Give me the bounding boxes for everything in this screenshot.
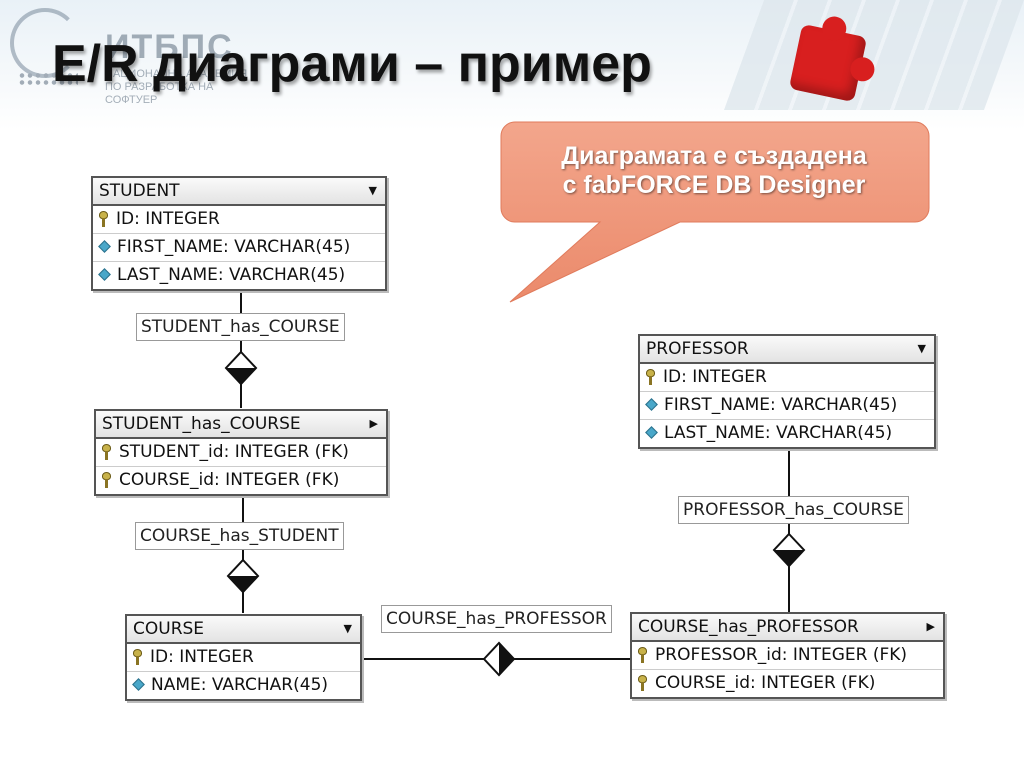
entity-name: STUDENT_has_COURSE: [102, 414, 301, 434]
entity-header: PROFESSOR ▼: [640, 336, 934, 364]
entity-header: STUDENT ▼: [93, 178, 385, 206]
entity-header: COURSE_has_PROFESSOR ▶: [632, 614, 943, 642]
key-icon: [133, 649, 142, 665]
field-label: PROFESSOR_id: INTEGER (FK): [655, 645, 908, 665]
key-icon: [638, 675, 647, 691]
diamond-icon: [98, 268, 111, 281]
entity-course-has-professor[interactable]: COURSE_has_PROFESSOR ▶ PROFESSOR_id: INT…: [630, 612, 945, 699]
field-label: FIRST_NAME: VARCHAR(45): [117, 237, 351, 257]
entity-name: COURSE_has_PROFESSOR: [638, 617, 859, 637]
key-icon: [99, 211, 108, 227]
dropdown-arrow-icon[interactable]: ▼: [368, 184, 377, 197]
entity-name: PROFESSOR: [646, 339, 749, 359]
entity-student-has-course[interactable]: STUDENT_has_COURSE ▶ STUDENT_id: INTEGER…: [94, 409, 388, 496]
key-icon: [638, 647, 647, 663]
entity-field: FIRST_NAME: VARCHAR(45): [640, 392, 934, 420]
expand-arrow-icon[interactable]: ▶: [926, 620, 935, 633]
field-label: COURSE_id: INTEGER (FK): [655, 673, 876, 693]
logo-text: ИТБПС: [105, 28, 234, 66]
field-label: ID: INTEGER: [150, 647, 254, 667]
key-icon: [646, 369, 655, 385]
callout-text: Диаграмата е създадена с fabFORCE DB Des…: [500, 142, 928, 200]
expand-arrow-icon[interactable]: ▶: [369, 417, 378, 430]
entity-field: COURSE_id: INTEGER (FK): [96, 467, 386, 494]
logo-subtitle: НАЦИОНАЛНА АКАДЕМИЯ ПО РАЗРАБОТКА НА СОФ…: [105, 68, 248, 106]
entity-name: STUDENT: [99, 181, 180, 201]
entity-field: PROFESSOR_id: INTEGER (FK): [632, 642, 943, 670]
dropdown-arrow-icon[interactable]: ▼: [343, 622, 352, 635]
field-label: COURSE_id: INTEGER (FK): [119, 470, 340, 490]
diamond-icon: [132, 678, 145, 691]
entity-name: COURSE: [133, 619, 205, 639]
entity-field: ID: INTEGER: [127, 644, 360, 672]
entity-field: COURSE_id: INTEGER (FK): [632, 670, 943, 697]
callout-line-1: Диаграмата е създадена: [561, 142, 867, 170]
relation-label-student-has-course: STUDENT_has_COURSE: [136, 313, 345, 341]
relation-label-professor-has-course: PROFESSOR_has_COURSE: [678, 496, 909, 524]
logo-dots-icon: [18, 72, 78, 86]
field-label: LAST_NAME: VARCHAR(45): [664, 423, 893, 443]
field-label: STUDENT_id: INTEGER (FK): [119, 442, 349, 462]
entity-header: STUDENT_has_COURSE ▶: [96, 411, 386, 439]
field-label: NAME: VARCHAR(45): [151, 675, 329, 695]
entity-professor[interactable]: PROFESSOR ▼ ID: INTEGER FIRST_NAME: VARC…: [638, 334, 936, 449]
entity-student[interactable]: STUDENT ▼ ID: INTEGER FIRST_NAME: VARCHA…: [91, 176, 387, 291]
entity-header: COURSE ▼: [127, 616, 360, 644]
field-label: FIRST_NAME: VARCHAR(45): [664, 395, 898, 415]
slide-title: E/R диаграми – пример: [52, 35, 652, 93]
entity-field: ID: INTEGER: [640, 364, 934, 392]
field-label: LAST_NAME: VARCHAR(45): [117, 265, 346, 285]
entity-course[interactable]: COURSE ▼ ID: INTEGER NAME: VARCHAR(45): [125, 614, 362, 701]
key-icon: [102, 444, 111, 460]
entity-field: NAME: VARCHAR(45): [127, 672, 360, 699]
diamond-icon: [645, 426, 658, 439]
entity-field: FIRST_NAME: VARCHAR(45): [93, 234, 385, 262]
callout-bubble: [500, 121, 930, 303]
callout-line-2: с fabFORCE DB Designer: [562, 171, 866, 199]
entity-field: ID: INTEGER: [93, 206, 385, 234]
logo: ИТБПС НАЦИОНАЛНА АКАДЕМИЯ ПО РАЗРАБОТКА …: [10, 6, 250, 106]
dropdown-arrow-icon[interactable]: ▼: [917, 342, 926, 355]
field-label: ID: INTEGER: [663, 367, 767, 387]
field-label: ID: INTEGER: [116, 209, 220, 229]
diamond-icon: [98, 240, 111, 253]
key-icon: [102, 472, 111, 488]
relation-label-course-has-student: COURSE_has_STUDENT: [135, 522, 344, 550]
entity-field: STUDENT_id: INTEGER (FK): [96, 439, 386, 467]
entity-field: LAST_NAME: VARCHAR(45): [93, 262, 385, 289]
relation-label-course-has-professor: COURSE_has_PROFESSOR: [381, 605, 612, 633]
entity-field: LAST_NAME: VARCHAR(45): [640, 420, 934, 447]
diamond-icon: [645, 398, 658, 411]
